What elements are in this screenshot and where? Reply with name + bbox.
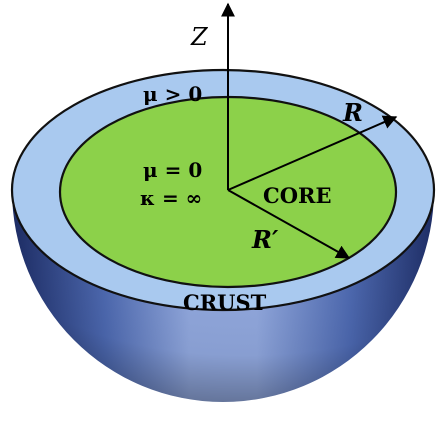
z-axis-label: Z	[190, 23, 209, 51]
core-label: CORE	[263, 183, 331, 208]
crust-parameter-label: μ > 0	[143, 82, 202, 106]
inner-radius-arrow	[227, 189, 351, 259]
outer-radius-arrow	[227, 115, 398, 191]
core-mu-label: μ = 0	[143, 158, 202, 182]
core-kappa-label: κ = ∞	[140, 186, 202, 210]
outer-radius-label: R	[342, 98, 363, 127]
inner-radius-label: R′	[251, 225, 279, 254]
crust-label: CRUST	[183, 290, 267, 315]
hemisphere-shade	[12, 190, 434, 402]
